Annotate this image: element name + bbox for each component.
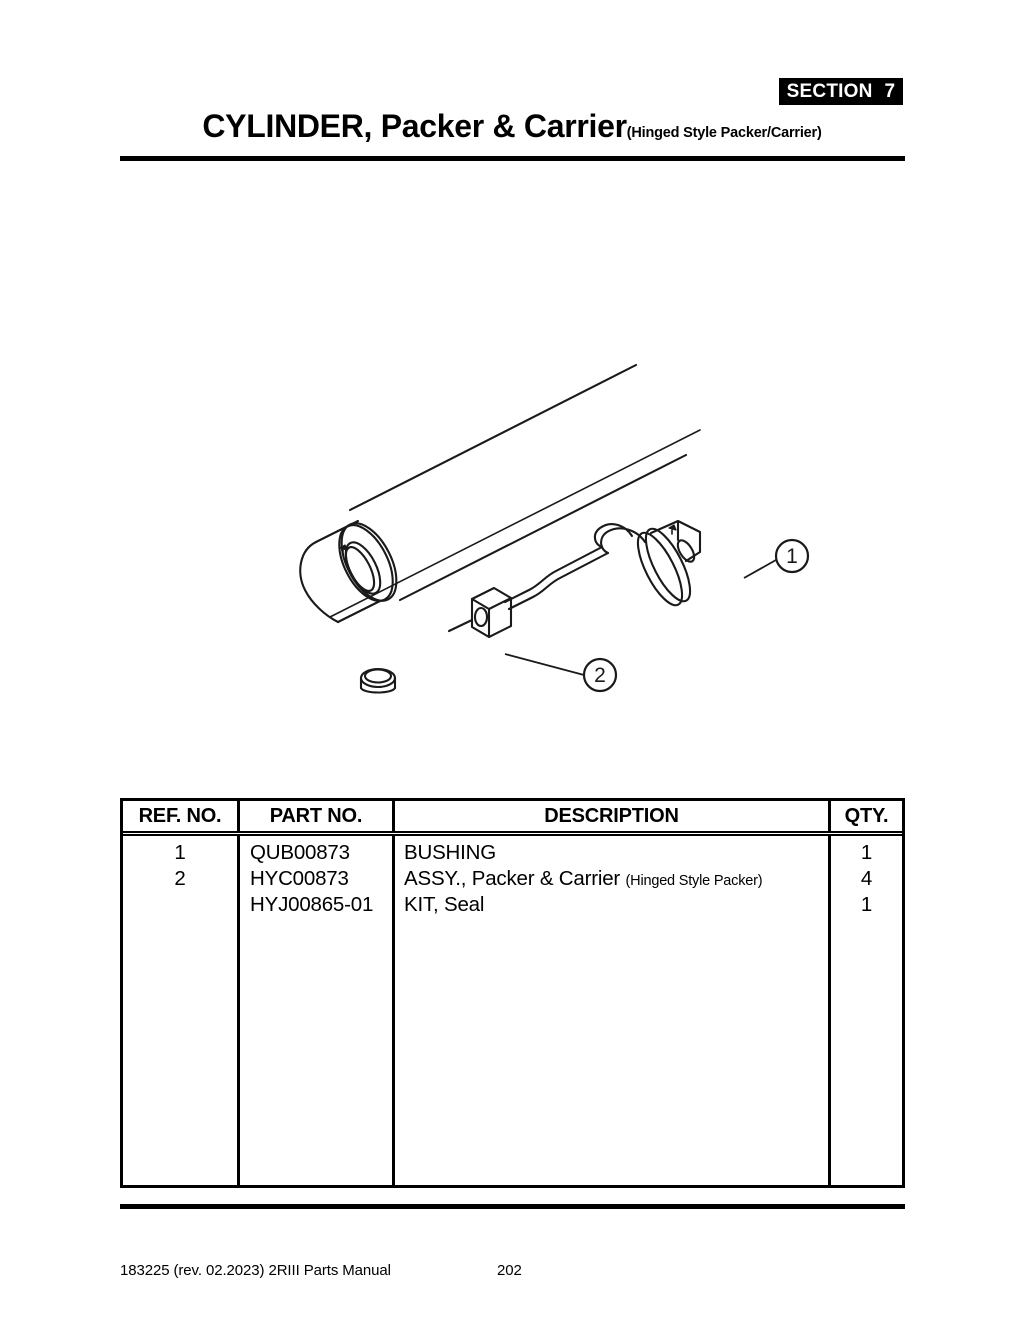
- port-block: [470, 586, 513, 639]
- page-title: CYLINDER, Packer & Carrier(Hinged Style …: [0, 108, 1024, 145]
- cell-description: KIT, Seal: [395, 892, 828, 918]
- cylinder-rod-hook: [593, 523, 647, 555]
- header-divider: [120, 156, 905, 161]
- cell-ref: 1: [174, 841, 186, 864]
- description-text: KIT, Seal: [404, 893, 485, 916]
- column-part: QUB00873 HYC00873 HYJ00865-01: [237, 836, 392, 1185]
- column-ref: 1 2: [123, 836, 237, 1185]
- column-header-ref: REF. NO.: [138, 804, 222, 827]
- page-title-note: (Hinged Style Packer/Carrier): [626, 125, 822, 141]
- cylinder-rod-end: [636, 519, 702, 607]
- description-text: BUSHING: [404, 841, 497, 864]
- callout-1: 1: [743, 538, 810, 579]
- cell-part: HYJ00865-01: [250, 893, 374, 916]
- footer-page-number: 202: [497, 1262, 522, 1279]
- svg-text:2: 2: [594, 664, 606, 687]
- column-header-part: PART NO.: [237, 801, 392, 831]
- footer-divider: [120, 1204, 905, 1209]
- page-footer: 183225 (rev. 02.2023) 2RIII Parts Manual…: [0, 1262, 1024, 1284]
- table-header-row: REF. NO. PART NO. DESCRIPTION QTY.: [123, 801, 902, 831]
- cylinder-base-end: [299, 519, 398, 624]
- footer-document-line: 183225 (rev. 02.2023) 2RIII Parts Manual: [120, 1262, 391, 1279]
- cell-ref: [123, 892, 237, 918]
- cell-description: ASSY., Packer & Carrier (Hinged Style Pa…: [395, 866, 828, 892]
- column-header-qty: QTY.: [828, 801, 902, 831]
- table-body: 1 2 QUB00873 HYC00873 HYJ00865-01 BUSHIN…: [123, 836, 902, 1185]
- column-description: BUSHING ASSY., Packer & Carrier (Hinged …: [392, 836, 828, 1185]
- cell-part: HYC00873: [250, 867, 349, 890]
- cell-part: QUB00873: [250, 841, 350, 864]
- section-badge: SECTION 7: [779, 78, 903, 105]
- column-header-description: DESCRIPTION: [392, 801, 828, 831]
- cell-qty: 1: [860, 893, 873, 916]
- table-header-separator: [123, 831, 902, 836]
- section-label: SECTION: [786, 81, 873, 102]
- callout-2: 2: [504, 653, 618, 693]
- svg-text:1: 1: [786, 545, 798, 568]
- section-number: 7: [884, 81, 896, 102]
- description-text: ASSY., Packer & Carrier: [404, 867, 621, 890]
- column-qty: 1 4 1: [828, 836, 902, 1185]
- cell-description: BUSHING: [395, 840, 828, 866]
- parts-table: REF. NO. PART NO. DESCRIPTION QTY. 1 2 Q…: [120, 798, 905, 1188]
- cell-ref: 2: [174, 867, 186, 890]
- cell-qty: 4: [860, 867, 873, 890]
- page-title-main: CYLINDER, Packer & Carrier: [202, 108, 627, 144]
- hydraulic-tube: [503, 545, 610, 611]
- description-note: (Hinged Style Packer): [625, 873, 763, 889]
- base-port-boss: [359, 667, 397, 694]
- cell-qty: 1: [860, 841, 873, 864]
- parts-illustration: 1 2: [0, 180, 1024, 780]
